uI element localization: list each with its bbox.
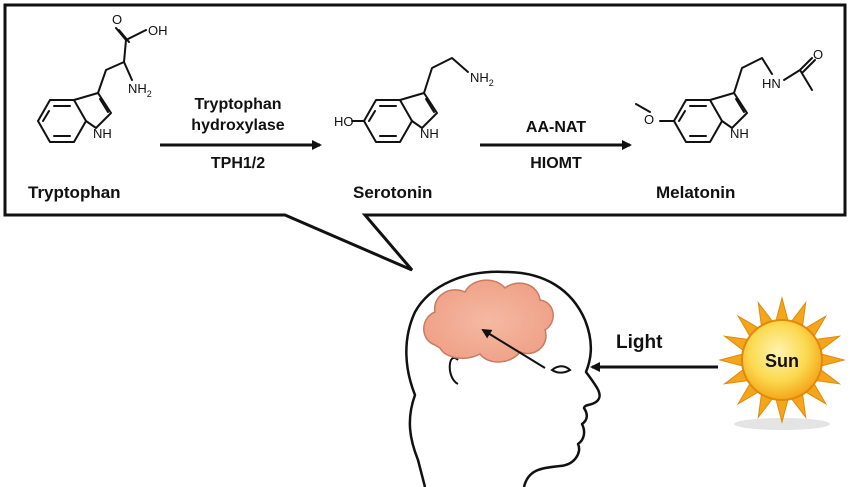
tryptophan-indole-nh: NH xyxy=(93,126,112,141)
arrow2-enzyme-line1: AA-NAT xyxy=(526,119,586,136)
eye-icon xyxy=(550,365,572,374)
ear-icon xyxy=(448,356,459,385)
melatonin-carbonyl-o: O xyxy=(813,47,823,62)
eye-to-brain-arrow xyxy=(481,328,546,369)
melatonin-amide-hn: HN xyxy=(762,76,781,91)
sun-icon xyxy=(718,296,846,430)
arrow1-enzyme-line1: Tryptophan xyxy=(194,96,281,113)
serotonin-indole-nh: NH xyxy=(420,126,439,141)
pathway-callout-box xyxy=(3,3,847,272)
light-label: Light xyxy=(616,332,663,353)
tryptophan-carbonyl-o: O xyxy=(112,12,122,27)
melatonin-indole-nh: NH xyxy=(730,126,749,141)
serotonin-amine: NH2 xyxy=(470,70,494,88)
serotonin-label: Serotonin xyxy=(353,183,432,202)
serotonin-structure xyxy=(351,57,469,143)
sun-ray xyxy=(775,296,789,321)
arrow2-enzyme-line2: HIOMT xyxy=(530,155,582,172)
tryptophan-structure xyxy=(37,27,147,143)
melatonin-methoxy-o: O xyxy=(644,112,654,127)
tryptophan-label: Tryptophan xyxy=(28,183,121,202)
tryptophan-oh: OH xyxy=(148,23,168,38)
arrow1-enzyme-line2: hydroxylase xyxy=(191,117,284,134)
melatonin-label: Melatonin xyxy=(656,183,735,202)
arrow1-enzyme-line3: TPH1/2 xyxy=(211,155,265,172)
serotonin-hydroxyl: HO xyxy=(334,114,354,129)
tryptophan-amine: NH2 xyxy=(128,81,152,99)
sun-ray xyxy=(718,353,743,367)
sun-ray xyxy=(821,353,846,367)
melatonin-structure xyxy=(635,57,816,143)
brain-icon xyxy=(423,279,554,363)
sun-label: Sun xyxy=(765,351,799,371)
